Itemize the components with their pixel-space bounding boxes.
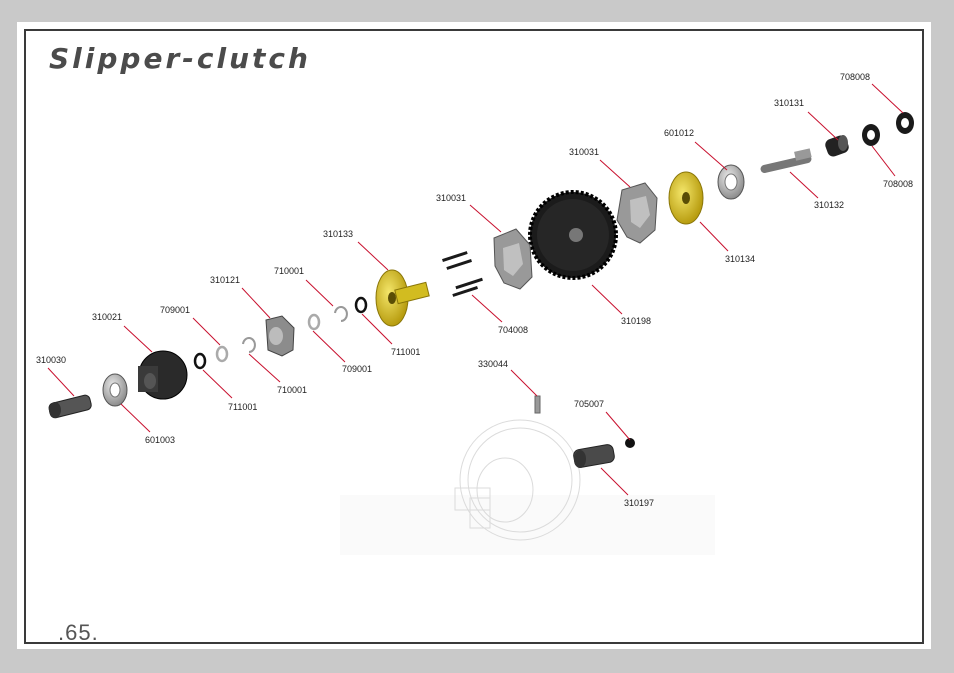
nut-708008-bottom — [862, 124, 880, 146]
oring-711001-left — [193, 352, 207, 370]
leader-lines — [47, 83, 904, 496]
clip-710001-right — [334, 306, 348, 322]
spring-310131 — [825, 135, 849, 157]
spur-gear-310198 — [528, 190, 618, 280]
washer-709001-right — [307, 313, 321, 331]
nut-708008-top — [896, 112, 914, 134]
page-title: Slipper-clutch — [49, 42, 311, 75]
part-label-310132: 310132 — [814, 200, 844, 210]
part-label-711001-right: 711001 — [391, 347, 420, 357]
part-label-310198: 310198 — [621, 316, 651, 326]
clip-710001-left — [242, 337, 256, 353]
part-label-310031-left: 310031 — [436, 193, 466, 203]
part-label-710001-right: 710001 — [274, 266, 304, 276]
part-label-310133: 310133 — [323, 229, 353, 239]
pad-310031-right — [616, 182, 658, 244]
part-label-310197: 310197 — [624, 498, 654, 508]
part-label-709001-right: 709001 — [342, 364, 372, 374]
part-label-310021: 310021 — [92, 312, 122, 322]
part-label-708008-top: 708008 — [840, 72, 870, 82]
screw-705007 — [625, 438, 635, 448]
slipper-hub-310133 — [375, 269, 430, 327]
part-label-711001-left: 711001 — [228, 402, 257, 412]
part-labels: 708008 310131 708008 601012 310132 31003… — [36, 72, 913, 508]
part-label-601003: 601003 — [145, 435, 175, 445]
outdrive-310197 — [573, 444, 615, 468]
washer-709001-left — [215, 345, 229, 363]
part-label-708008-bottom: 708008 — [883, 179, 913, 189]
part-label-710001-left: 710001 — [277, 385, 307, 395]
part-label-601012: 601012 — [664, 128, 694, 138]
diff-case-310021 — [138, 350, 188, 400]
page-number: .65. — [58, 620, 99, 645]
part-label-310031-right: 310031 — [569, 147, 599, 157]
screws-704008 — [442, 251, 483, 297]
page-sheet — [17, 22, 931, 649]
part-label-704008: 704008 — [498, 325, 528, 335]
assembly-ghost-drawing — [340, 419, 715, 555]
part-label-330044: 330044 — [478, 359, 508, 369]
part-label-310121: 310121 — [210, 275, 240, 285]
part-label-709001-left: 709001 — [160, 305, 190, 315]
bearing-601003 — [102, 373, 128, 407]
bearing-601012 — [717, 164, 745, 200]
slipper-plate-310134 — [668, 171, 704, 225]
part-label-310131: 310131 — [774, 98, 804, 108]
page-frame — [24, 29, 924, 644]
hub-310121 — [265, 315, 295, 357]
part-label-310134: 310134 — [725, 254, 755, 264]
part-label-705007: 705007 — [574, 399, 604, 409]
shaft-310132 — [760, 148, 812, 173]
part-label-310030: 310030 — [36, 355, 66, 365]
pad-310031-left — [493, 228, 533, 290]
oring-711001-right — [354, 296, 368, 314]
pin-330044 — [534, 395, 541, 414]
outdrive-310030 — [48, 394, 92, 419]
